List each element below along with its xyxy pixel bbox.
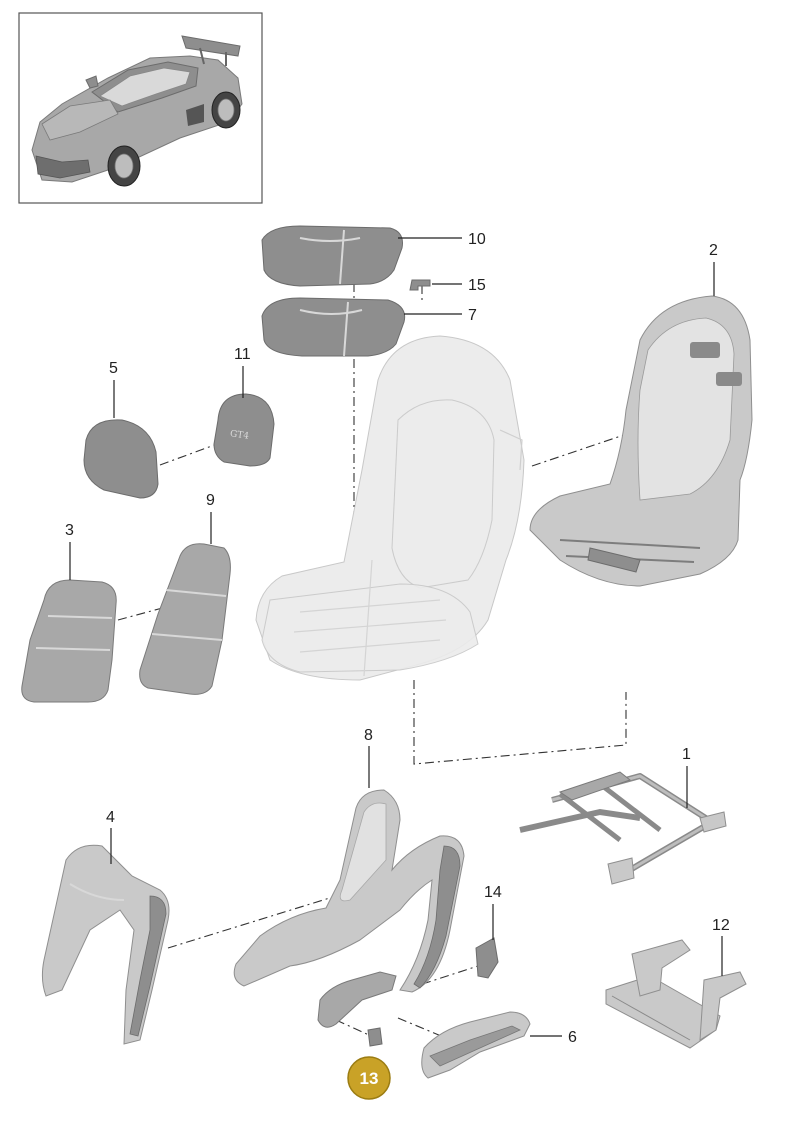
part-5-head-pad: [83, 419, 159, 499]
callout-3: 3: [65, 522, 74, 539]
part-9-backrest-cover: [139, 543, 231, 695]
callout-13[interactable]: 13: [360, 1069, 379, 1088]
callout-8: 8: [364, 727, 373, 744]
callout-9: 9: [206, 492, 215, 509]
highlight-badge[interactable]: [347, 1056, 391, 1100]
part-15-clip: [409, 279, 431, 291]
callout-11: 11: [234, 346, 251, 363]
leader-lines: [69, 237, 723, 1037]
part-14-trim-piece: [475, 937, 499, 979]
callout-6: 6: [568, 1029, 577, 1046]
callout-12: 12: [712, 917, 730, 934]
part-1-seat-rail: [519, 771, 727, 885]
svg-text:GT4: GT4: [229, 429, 249, 442]
part-10-cushion-cover: [261, 225, 403, 287]
car-icon: [31, 35, 243, 187]
callout-10: 10: [468, 231, 486, 248]
callout-14: 14: [484, 884, 502, 901]
part-7-cushion-pad: [261, 297, 406, 357]
callout-4: 4: [106, 809, 115, 826]
callout-2: 2: [709, 242, 718, 259]
callout-13-highlight[interactable]: 13: [347, 1056, 391, 1100]
seat-icon: [255, 335, 525, 681]
part-12-mounting-bracket: [605, 939, 747, 1049]
callout-1: 1: [682, 746, 691, 763]
car-thumbnail: [18, 12, 263, 204]
part-13-bracket: [317, 971, 397, 1047]
callout-15: 15: [468, 277, 486, 294]
part-8-backrest-frame: [233, 789, 465, 993]
part-11-headrest-cover: GT4: [213, 393, 275, 467]
part-3-backrest-pad: [21, 579, 117, 703]
callouts: 10 15 7 2 11 5 3 9 1 8 4 14 12 6: [65, 231, 730, 1046]
part-2-seat-shell: [529, 295, 753, 587]
callout-5: 5: [109, 360, 118, 377]
callout-7: 7: [468, 307, 477, 324]
part-4-side-bolster: [41, 844, 170, 1045]
part-6-side-trim: [421, 1011, 531, 1079]
